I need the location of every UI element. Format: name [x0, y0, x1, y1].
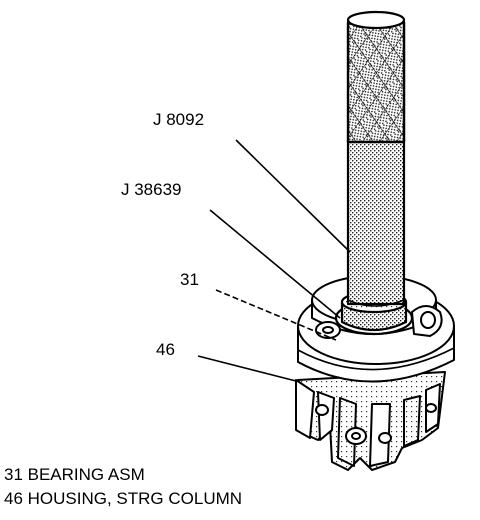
leader-46	[197, 355, 301, 383]
legend-item: 31 BEARING ASM	[4, 465, 145, 484]
installer-tool	[340, 10, 408, 332]
callout-j38639: J 38639	[121, 180, 182, 199]
leader-31	[215, 289, 337, 341]
leader-j8092	[235, 139, 351, 253]
callout-j8092: J 8092	[153, 110, 205, 129]
callout-46: 46	[156, 340, 175, 359]
leader-lines	[197, 139, 351, 383]
callout-31: 31	[180, 270, 199, 289]
parts-legend: 31 BEARING ASM 46 HOUSING, STRG COLUMN	[4, 463, 242, 511]
legend-item: 46 HOUSING, STRG COLUMN	[4, 489, 243, 508]
leader-j38639	[209, 209, 341, 319]
